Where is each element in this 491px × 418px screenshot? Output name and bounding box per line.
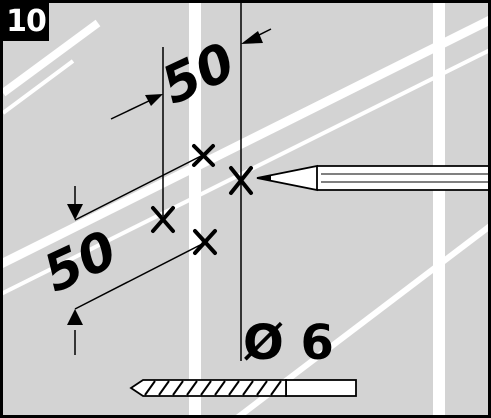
dimension-horizontal-label: 50: [153, 32, 244, 117]
drill-diameter-label: Ø 6: [243, 315, 334, 371]
instruction-diagram: 50 50 Ø 6: [3, 3, 488, 415]
dimension-vertical-label: 50: [35, 220, 126, 305]
pencil-icon: [256, 164, 488, 192]
drill-bit-icon: [129, 379, 357, 397]
dimension-arrowheads: [67, 31, 263, 325]
tile-grout-lines: [189, 3, 445, 415]
cross-marker-icon: [151, 144, 253, 255]
step-number-badge: 10: [3, 3, 49, 41]
